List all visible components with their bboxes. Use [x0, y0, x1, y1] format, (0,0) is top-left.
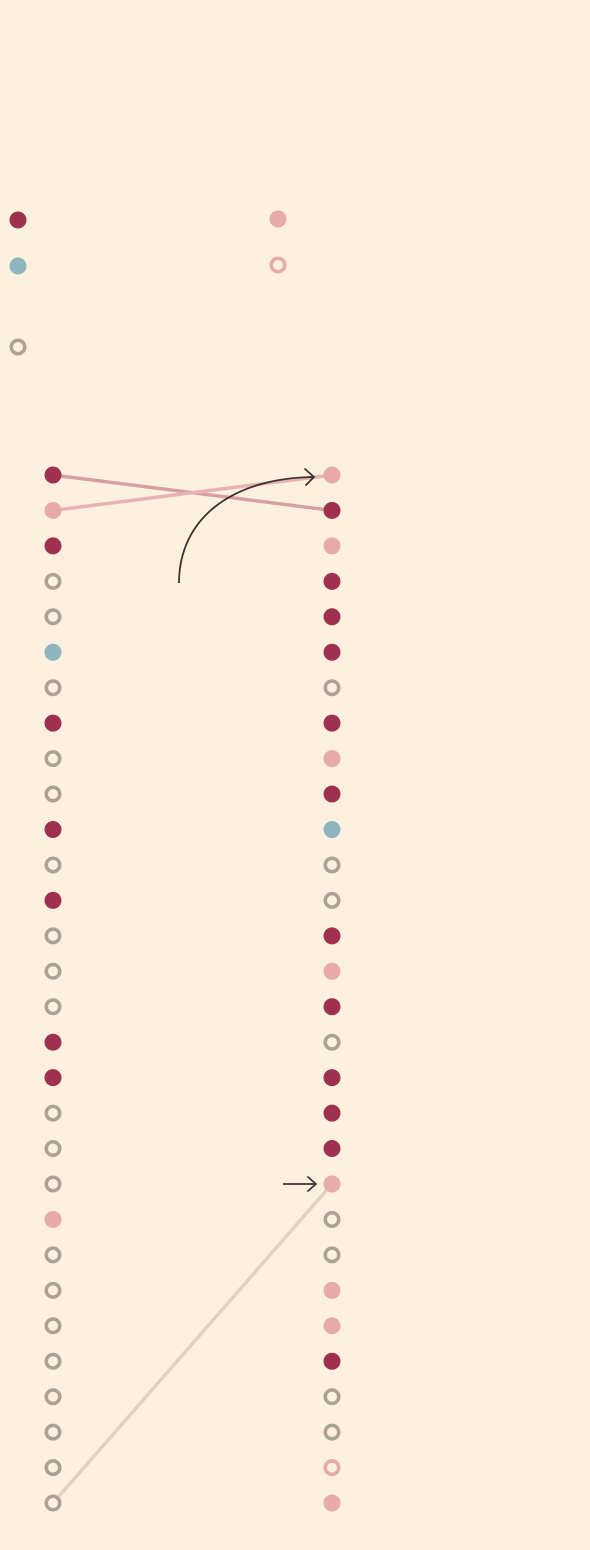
legend-marker-filled-teal: [9, 257, 27, 275]
left-rank-marker: [44, 821, 62, 838]
left-rank-marker: [44, 1069, 62, 1087]
left-column: [44, 466, 62, 1512]
left-rank-marker: [44, 1388, 62, 1406]
right-rank-marker: [323, 714, 341, 732]
legend-marker-hollow-light-pink: [269, 256, 287, 274]
left-rank-marker: [44, 1281, 62, 1299]
straight-arrow-head: [307, 1176, 317, 1192]
left-rank-marker: [44, 1033, 62, 1051]
left-rank-marker: [44, 750, 62, 768]
left-rank-marker: [44, 1246, 62, 1264]
right-rank-marker: [323, 1388, 341, 1406]
right-rank-marker: [323, 1281, 341, 1299]
right-rank-marker: [323, 1140, 341, 1158]
left-rank-marker: [44, 1104, 62, 1122]
left-rank-marker: [44, 998, 62, 1016]
curved-arrow-head: [304, 468, 315, 486]
left-rank-marker: [44, 1494, 62, 1512]
right-rank-marker: [323, 1104, 341, 1122]
rank-link: [51, 1182, 334, 1505]
right-rank-marker: [323, 1033, 341, 1051]
legend: [9, 210, 287, 356]
left-rank-marker: [44, 501, 62, 519]
right-rank-marker: [323, 1494, 341, 1512]
left-rank-marker: [44, 679, 62, 697]
right-rank-marker: [323, 927, 341, 945]
right-rank-marker: [323, 1317, 341, 1335]
left-rank-marker: [44, 714, 62, 732]
right-rank-marker: [323, 643, 341, 661]
right-rank-marker: [323, 1175, 341, 1193]
left-rank-marker: [44, 643, 62, 661]
left-rank-marker: [44, 785, 62, 803]
right-rank-marker: [323, 891, 341, 909]
left-rank-marker: [44, 466, 62, 484]
left-rank-marker: [44, 1140, 62, 1158]
rank-links: [51, 473, 334, 1505]
left-rank-marker: [44, 1459, 62, 1477]
right-rank-marker: [323, 821, 341, 838]
curved-arrow: [178, 476, 315, 584]
right-rank-marker: [323, 1423, 341, 1441]
right-rank-marker: [323, 785, 341, 803]
right-rank-marker: [323, 1352, 341, 1370]
left-rank-marker: [44, 856, 62, 874]
right-rank-marker: [323, 856, 341, 874]
rank-link: [51, 473, 334, 513]
right-rank-marker: [323, 466, 341, 484]
right-rank-marker: [323, 572, 341, 590]
legend-marker-filled-light-pink: [269, 210, 287, 228]
legend-marker-hollow-gray: [9, 338, 27, 356]
left-rank-marker: [44, 1175, 62, 1193]
left-rank-marker: [44, 891, 62, 909]
right-rank-marker: [323, 962, 341, 980]
left-rank-marker: [44, 1317, 62, 1335]
right-rank-marker: [323, 1069, 341, 1087]
right-rank-marker: [323, 1246, 341, 1264]
right-rank-marker: [323, 998, 341, 1016]
right-rank-marker: [323, 501, 341, 519]
right-rank-marker: [323, 679, 341, 697]
left-rank-marker: [44, 1210, 62, 1228]
left-rank-marker: [44, 572, 62, 590]
left-rank-marker: [44, 1352, 62, 1370]
right-rank-marker: [323, 608, 341, 626]
left-rank-marker: [44, 927, 62, 945]
left-rank-marker: [44, 608, 62, 626]
legend-marker-filled-dark-red: [9, 211, 27, 229]
right-rank-marker: [323, 537, 341, 555]
right-column: [323, 466, 341, 1512]
right-rank-marker: [323, 750, 341, 768]
annotations: [178, 468, 317, 1192]
left-rank-marker: [44, 1423, 62, 1441]
right-rank-marker: [323, 1459, 341, 1477]
right-rank-marker: [323, 1210, 341, 1228]
left-rank-marker: [44, 962, 62, 980]
left-rank-marker: [44, 537, 62, 555]
